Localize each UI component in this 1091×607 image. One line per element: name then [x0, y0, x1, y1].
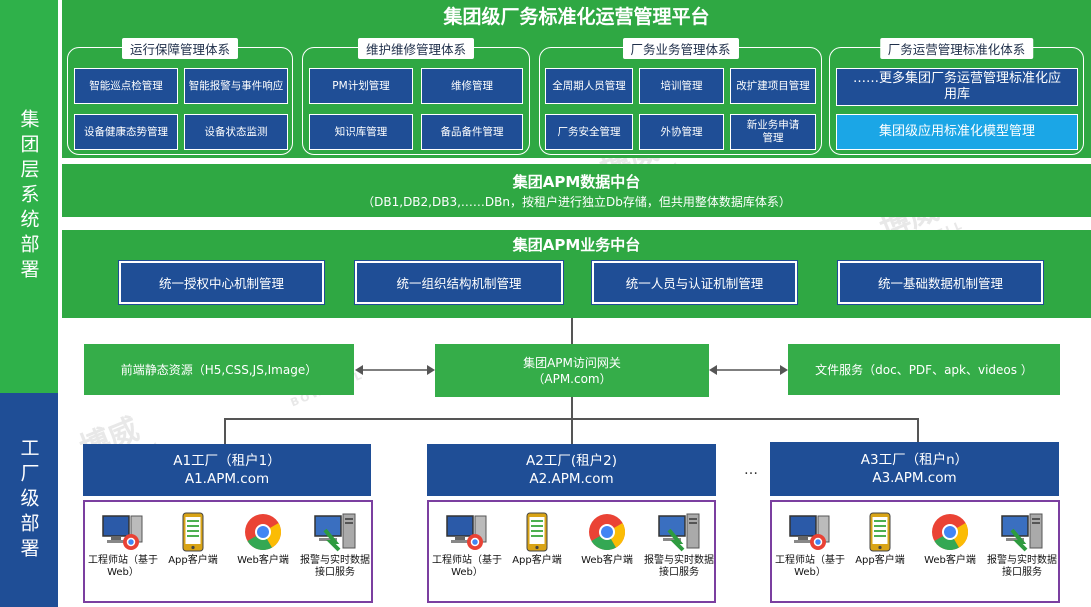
- workstation-icon: [445, 512, 489, 552]
- factory-domain: A2.APM.com: [529, 471, 614, 487]
- connector-line: [571, 418, 573, 444]
- gateway-title: 集团APM访问网关: [523, 355, 621, 370]
- factory-a3[interactable]: A3工厂（租户n） A3.APM.com: [770, 442, 1059, 496]
- client-label: 工程师站（基于Web）: [775, 555, 845, 578]
- model-management-box[interactable]: 集团级应用标准化模型管理: [836, 114, 1078, 150]
- factory-a2[interactable]: A2工厂(租户2) A2.APM.com: [427, 444, 716, 496]
- chrome-browser-icon: [585, 512, 629, 552]
- static-resources-box[interactable]: 前端静态资源（H5,CSS,JS,Image）: [84, 344, 354, 395]
- chrome-browser-icon: [241, 512, 285, 552]
- client-item[interactable]: 报警与实时数据接口服务: [299, 512, 371, 579]
- factory-level-label: 工厂级部署: [0, 393, 58, 607]
- client-item[interactable]: 工程师站（基于Web）: [87, 512, 159, 579]
- double-arrow-icon: [355, 365, 435, 375]
- client-item[interactable]: 工程师站（基于Web）: [774, 512, 846, 579]
- client-item[interactable]: Web客户端: [914, 512, 986, 567]
- client-item[interactable]: Web客户端: [571, 512, 643, 567]
- biz-box[interactable]: 统一组织结构机制管理: [354, 260, 564, 305]
- gateway-domain: （APM.com）: [532, 371, 612, 386]
- system-box[interactable]: 智能巡点检管理: [74, 68, 178, 104]
- connector-line: [917, 418, 919, 444]
- server-icon: [313, 512, 357, 552]
- server-icon: [657, 512, 701, 552]
- workstation-icon: [788, 512, 832, 552]
- client-label: 报警与实时数据接口服务: [987, 555, 1057, 578]
- file-service-box[interactable]: 文件服务（doc、PDF、apk、videos ）: [788, 344, 1060, 395]
- server-icon: [1000, 512, 1044, 552]
- data-center-title: 集团APM数据中台: [512, 172, 641, 191]
- mobile-app-icon: [515, 512, 559, 552]
- connector-line: [571, 397, 573, 419]
- client-item[interactable]: Web客户端: [227, 512, 299, 567]
- data-center-band: 集团APM数据中台 （DB1,DB2,DB3,……DBn，按租户进行独立Db存储…: [62, 164, 1091, 217]
- system-box[interactable]: 维修管理: [421, 68, 523, 104]
- workstation-icon: [101, 512, 145, 552]
- client-item[interactable]: App客户端: [844, 512, 916, 567]
- system-box[interactable]: 备品备件管理: [421, 114, 523, 150]
- group-title: 运行保障管理体系: [121, 38, 239, 59]
- factory-name: A1工厂（租户1）: [173, 453, 281, 469]
- client-item[interactable]: App客户端: [157, 512, 229, 567]
- system-box[interactable]: 改扩建项目管理: [730, 68, 816, 104]
- system-box[interactable]: 全周期人员管理: [545, 68, 633, 104]
- app-library-box[interactable]: ……更多集团厂务运营管理标准化应用库: [836, 68, 1078, 106]
- biz-box[interactable]: 统一人员与认证机制管理: [591, 260, 798, 305]
- biz-center-title: 集团APM业务中台: [512, 235, 641, 254]
- platform-title: 集团级厂务标准化运营管理平台: [443, 5, 710, 28]
- group-title: 维护维修管理体系: [357, 38, 475, 59]
- access-gateway-box[interactable]: 集团APM访问网关 （APM.com）: [435, 344, 709, 397]
- client-label: App客户端: [168, 555, 218, 566]
- system-box[interactable]: 设备状态监测: [184, 114, 288, 150]
- factory-domain: A3.APM.com: [872, 470, 957, 486]
- mobile-app-icon: [171, 512, 215, 552]
- data-center-subtitle: （DB1,DB2,DB3,……DBn，按租户进行独立Db存储，但共用整体数据库体…: [362, 194, 791, 209]
- client-label: 工程师站（基于Web）: [432, 555, 502, 578]
- system-box[interactable]: 新业务申请管理: [730, 114, 816, 150]
- system-box[interactable]: 外协管理: [639, 114, 724, 150]
- client-label: App客户端: [855, 555, 905, 566]
- connector-line: [224, 418, 226, 444]
- group-level-label: 集团层系统部署: [0, 0, 58, 393]
- client-label: Web客户端: [924, 555, 976, 566]
- client-label: 工程师站（基于Web）: [88, 555, 158, 578]
- client-label: App客户端: [512, 555, 562, 566]
- group-business: 厂务业务管理体系 全周期人员管理 培训管理 改扩建项目管理 厂务安全管理 外协管…: [539, 38, 822, 155]
- mobile-app-icon: [858, 512, 902, 552]
- chrome-browser-icon: [928, 512, 972, 552]
- factory-domain: A1.APM.com: [184, 471, 270, 487]
- system-box[interactable]: 设备健康态势管理: [74, 114, 178, 150]
- client-item[interactable]: 工程师站（基于Web）: [431, 512, 503, 579]
- double-arrow-icon: [709, 365, 788, 375]
- factory-a1[interactable]: A1工厂（租户1） A1.APM.com: [83, 444, 371, 496]
- system-box[interactable]: 厂务安全管理: [545, 114, 633, 150]
- group-title: 厂务运营管理标准化体系: [879, 38, 1034, 59]
- group-maintenance: 维护维修管理体系 PM计划管理 维修管理 知识库管理 备品备件管理: [302, 38, 530, 155]
- biz-box[interactable]: 统一基础数据机制管理: [837, 260, 1044, 305]
- factory-name: A3工厂（租户n）: [860, 452, 969, 468]
- biz-box[interactable]: 统一授权中心机制管理: [118, 260, 325, 305]
- connector-line: [571, 318, 573, 344]
- group-title: 厂务业务管理体系: [622, 38, 739, 59]
- client-label: 报警与实时数据接口服务: [644, 555, 714, 578]
- factory-name: A2工厂(租户2): [526, 453, 617, 469]
- biz-center-band: 集团APM业务中台 统一授权中心机制管理 统一组织结构机制管理 统一人员与认证机…: [62, 230, 1091, 318]
- system-box[interactable]: 知识库管理: [309, 114, 413, 150]
- system-box[interactable]: 培训管理: [639, 68, 724, 104]
- system-box[interactable]: PM计划管理: [309, 68, 413, 104]
- client-label: Web客户端: [581, 555, 633, 566]
- group-standardization: 厂务运营管理标准化体系 ……更多集团厂务运营管理标准化应用库 集团级应用标准化模…: [829, 38, 1084, 155]
- ellipsis: …: [744, 462, 758, 478]
- client-item[interactable]: 报警与实时数据接口服务: [986, 512, 1058, 579]
- client-label: Web客户端: [237, 555, 289, 566]
- client-item[interactable]: 报警与实时数据接口服务: [643, 512, 715, 579]
- client-label: 报警与实时数据接口服务: [300, 555, 370, 578]
- system-box[interactable]: 智能报警与事件响应: [184, 68, 288, 104]
- group-operation-assurance: 运行保障管理体系 智能巡点检管理 智能报警与事件响应 设备健康态势管理 设备状态…: [67, 38, 293, 155]
- client-item[interactable]: App客户端: [501, 512, 573, 567]
